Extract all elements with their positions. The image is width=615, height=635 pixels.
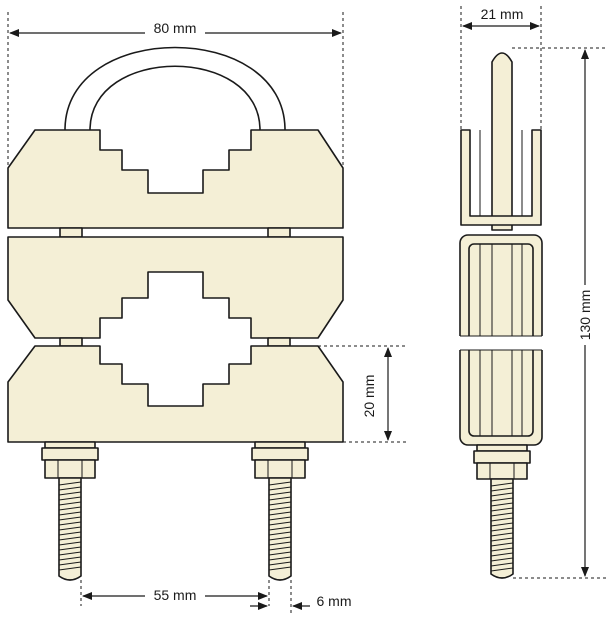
right-threaded-rod — [268, 477, 292, 581]
label-130mm: 130 mm — [577, 290, 593, 341]
u-bolt-arch — [64, 46, 286, 131]
side-upper-bracket — [460, 129, 542, 226]
side-rod — [491, 52, 513, 231]
left-nut — [41, 441, 99, 479]
front-view: 80 mm 20 mm 55 mm 6 mm — [7, 12, 408, 616]
dimension-width-side: 21 mm — [460, 4, 542, 130]
label-6mm: 6 mm — [317, 593, 352, 609]
pin-left-lower — [59, 337, 83, 347]
side-threaded-rod — [490, 478, 514, 579]
label-21mm: 21 mm — [481, 6, 524, 22]
side-view: 21 mm 130 mm — [456, 4, 608, 579]
label-80mm: 80 mm — [154, 20, 197, 36]
label-55mm: 55 mm — [154, 587, 197, 603]
middle-jaw — [7, 236, 344, 339]
dimension-jaw-height: 20 mm — [318, 345, 408, 443]
pin-left-upper — [59, 227, 83, 238]
left-threaded-rod — [58, 477, 82, 581]
dimension-height-side: 130 mm — [512, 47, 608, 579]
label-20mm: 20 mm — [361, 375, 377, 418]
side-middle-bracket — [456, 234, 546, 446]
bottom-jaw — [7, 345, 344, 443]
dimension-bolt-diameter: 6 mm — [250, 580, 352, 616]
pin-right-upper — [267, 227, 291, 238]
side-nut — [473, 444, 531, 480]
right-nut — [251, 441, 309, 479]
dimension-bolt-spacing: 55 mm — [80, 580, 270, 606]
dimension-width-top: 80 mm — [7, 12, 344, 168]
pin-right-lower — [267, 337, 291, 347]
top-jaw — [7, 129, 344, 229]
